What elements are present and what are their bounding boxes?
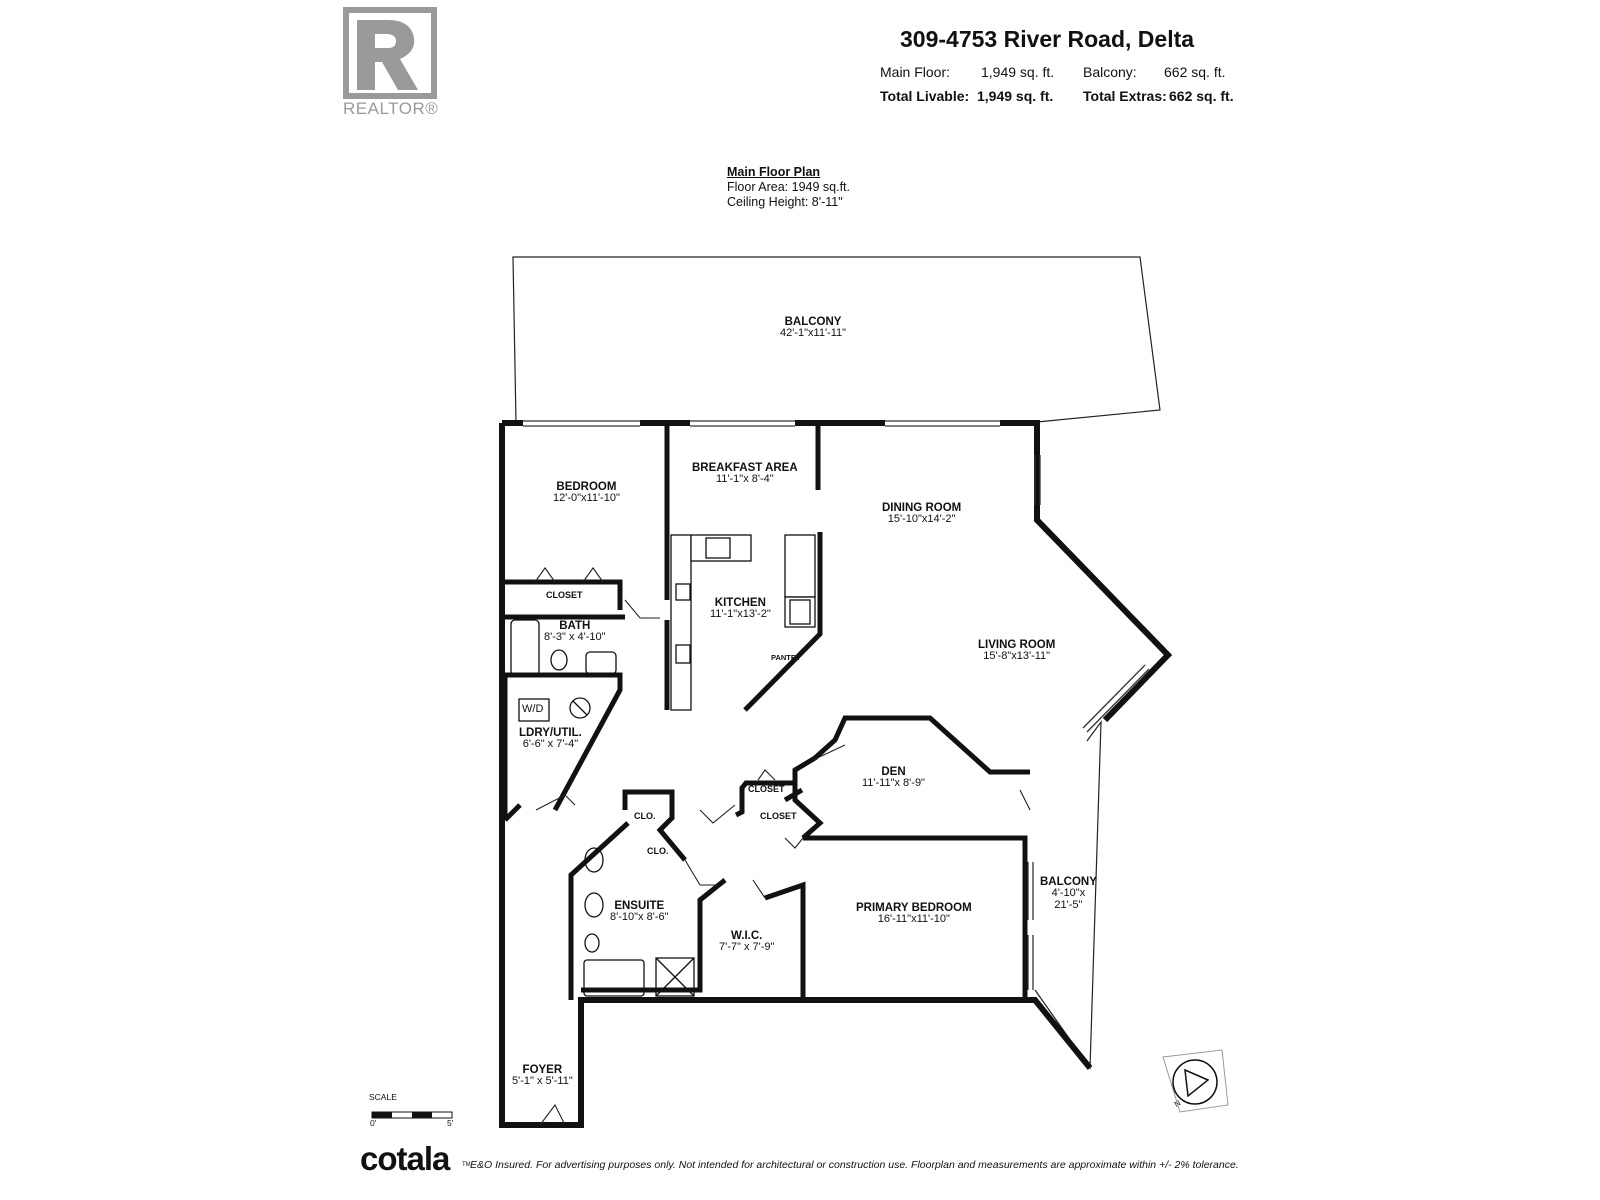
exterior-walls	[499, 420, 1173, 1128]
total-livable-value: 1,949 sq. ft.	[977, 88, 1054, 104]
room-balcony-top: BALCONY 42'-1"x11'-11"	[780, 316, 846, 340]
room-laundry: LDRY/UTIL. 6'-6" x 7'-4"	[519, 727, 582, 751]
scale-end: 5'	[447, 1118, 454, 1128]
room-ensuite: ENSUITE 8'-10"x 8'-6"	[610, 900, 668, 924]
room-dim: 21'-5"	[1054, 898, 1083, 911]
main-floor-value: 1,949 sq. ft.	[981, 64, 1055, 80]
room-living: LIVING ROOM 15'-8"x13'-11"	[978, 639, 1055, 663]
room-name: PRIMARY BEDROOM	[856, 902, 972, 914]
balcony-value: 662 sq. ft.	[1164, 64, 1226, 80]
room-name: FOYER	[522, 1064, 563, 1076]
room-dim: 11'-11"x 8'-9"	[862, 777, 925, 790]
scale-bar	[371, 1111, 453, 1119]
room-name: BEDROOM	[556, 481, 617, 493]
realtor-logo	[343, 7, 437, 99]
balcony-label: Balcony:	[1083, 64, 1137, 80]
room-kitchen: KITCHEN 11'-1"x13'-2"	[710, 597, 771, 621]
plan-info: Main Floor Plan Floor Area: 1949 sq.ft. …	[727, 165, 850, 210]
room-name: BALCONY	[784, 316, 842, 328]
room-dim: 16'-11"x11'-10"	[877, 913, 950, 926]
scale-start: 0'	[370, 1118, 377, 1128]
interior-walls	[502, 423, 1030, 1000]
room-name: DINING ROOM	[882, 502, 962, 514]
room-name: BATH	[559, 620, 591, 632]
room-dim: 15'-8"x13'-11"	[983, 650, 1051, 663]
room-dim: 8'-10"x 8'-6"	[610, 911, 669, 924]
room-dim: 6'-6" x 7'-4"	[522, 738, 579, 751]
room-name: KITCHEN	[714, 597, 766, 609]
disclaimer-text: E&O Insured. For advertising purposes on…	[470, 1159, 1239, 1171]
washer-dryer-label: W/D	[522, 703, 544, 715]
clo-label-2: CLO.	[647, 846, 669, 856]
room-dim: 7'-7" x 7'-9"	[719, 941, 775, 954]
exterior-openings	[523, 420, 1150, 990]
room-wic: W.I.C. 7'-7" x 7'-9"	[719, 930, 774, 954]
property-address: 309-4753 River Road, Delta	[900, 26, 1195, 52]
total-livable-label: Total Livable:	[880, 88, 970, 104]
plan-title: Main Floor Plan	[727, 165, 821, 179]
plan-ceiling-height: Ceiling Height: 8'-11"	[727, 195, 843, 209]
total-extras-value: 662 sq. ft.	[1169, 88, 1234, 104]
room-name: LDRY/UTIL.	[519, 727, 582, 739]
room-dim: 5'-1" x 5'-11"	[512, 1075, 573, 1088]
room-name: BALCONY	[1040, 876, 1097, 888]
room-dim: 12'-0"x11'-10"	[553, 492, 620, 505]
room-dining: DINING ROOM 15'-10"x14'-2"	[882, 502, 961, 526]
room-dim: 11'-1"x13'-2"	[710, 608, 771, 621]
balcony-side-outline	[1034, 720, 1102, 1070]
room-dim: 15'-10"x14'-2"	[887, 513, 956, 526]
balcony-top-outline	[512, 256, 1161, 424]
room-name: W.I.C.	[731, 930, 763, 942]
bath-fixtures	[510, 619, 695, 997]
total-extras-label: Total Extras:	[1083, 88, 1167, 104]
cotala-logo: cotala	[360, 1140, 450, 1177]
plan-floor-area: Floor Area: 1949 sq.ft.	[727, 180, 850, 194]
door-swings	[534, 567, 1031, 1126]
hall-closet-label: CLOSET	[760, 811, 797, 821]
room-primary: PRIMARY BEDROOM 16'-11"x11'-10"	[856, 902, 972, 926]
room-dim: 42'-1"x11'-11"	[780, 327, 847, 340]
main-floor-label: Main Floor:	[880, 64, 951, 80]
room-name: ENSUITE	[614, 900, 665, 912]
room-name: DEN	[881, 766, 906, 778]
room-dim: 4'-10"x	[1051, 887, 1086, 900]
pantry-label: PANTRY	[771, 653, 801, 662]
north-compass-icon	[1162, 1049, 1229, 1113]
room-foyer: FOYER 5'-1" x 5'-11"	[512, 1064, 573, 1088]
room-dim: 11'-1"x 8'-4"	[715, 473, 774, 486]
room-bath: BATH 8'-3" x 4'-10"	[544, 620, 606, 644]
room-name: BREAKFAST AREA	[692, 462, 798, 474]
den-closet-label: CLOSET	[748, 784, 785, 794]
room-dim: 8'-3" x 4'-10"	[544, 631, 606, 644]
room-balcony-side: BALCONY 4'-10"x 21'-5"	[1040, 876, 1097, 911]
room-bedroom: BEDROOM 12'-0"x11'-10"	[553, 481, 620, 505]
room-breakfast: BREAKFAST AREA 11'-1"x 8'-4"	[692, 462, 798, 486]
room-den: DEN 11'-11"x 8'-9"	[862, 766, 925, 790]
bedroom-closet-label: CLOSET	[546, 590, 583, 600]
room-name: LIVING ROOM	[978, 639, 1056, 651]
realtor-logo-text: REALTOR®	[343, 99, 439, 118]
kitchen-counters	[670, 534, 816, 711]
cotala-tm: TM	[462, 1162, 471, 1168]
clo-label-1: CLO.	[634, 811, 656, 821]
scale-label: SCALE	[369, 1092, 397, 1102]
